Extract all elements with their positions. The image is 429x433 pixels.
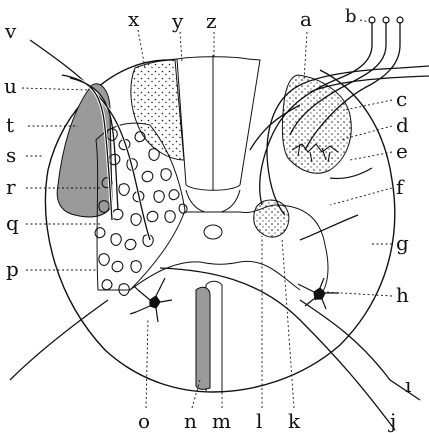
nerve-cell-h [298, 278, 339, 309]
label-u: u [4, 74, 17, 98]
label-f: f [396, 175, 405, 199]
label-y: y [171, 9, 184, 33]
label-e: e [396, 139, 408, 163]
label-n: n [184, 409, 197, 433]
label-i-right: ı [405, 373, 411, 397]
label-l: l [256, 409, 262, 433]
label-g: g [396, 231, 409, 255]
label-k: k [288, 409, 301, 433]
fiber-lower-left [10, 300, 108, 380]
label-x: x [128, 7, 140, 31]
region-n-shaded [196, 287, 210, 389]
label-v: v [4, 19, 17, 43]
nucleus-l [254, 200, 289, 237]
label-m: m [212, 409, 231, 433]
label-j: j [388, 409, 396, 433]
label-z: z [206, 9, 217, 33]
label-h: h [396, 283, 409, 307]
label-p: p [6, 257, 19, 281]
label-t: t [6, 113, 14, 137]
label-r: r [6, 175, 16, 199]
label-c: c [396, 87, 407, 111]
label-b: b [345, 6, 357, 27]
label-s: s [6, 143, 16, 167]
central-canal [204, 225, 222, 239]
label-q: q [6, 211, 19, 235]
column-x-stippled [131, 60, 184, 160]
label-o: o [138, 409, 150, 433]
label-d: d [396, 113, 409, 137]
label-a: a [300, 7, 312, 31]
fiber-j [160, 268, 395, 430]
nerve-cell-o [130, 278, 172, 322]
